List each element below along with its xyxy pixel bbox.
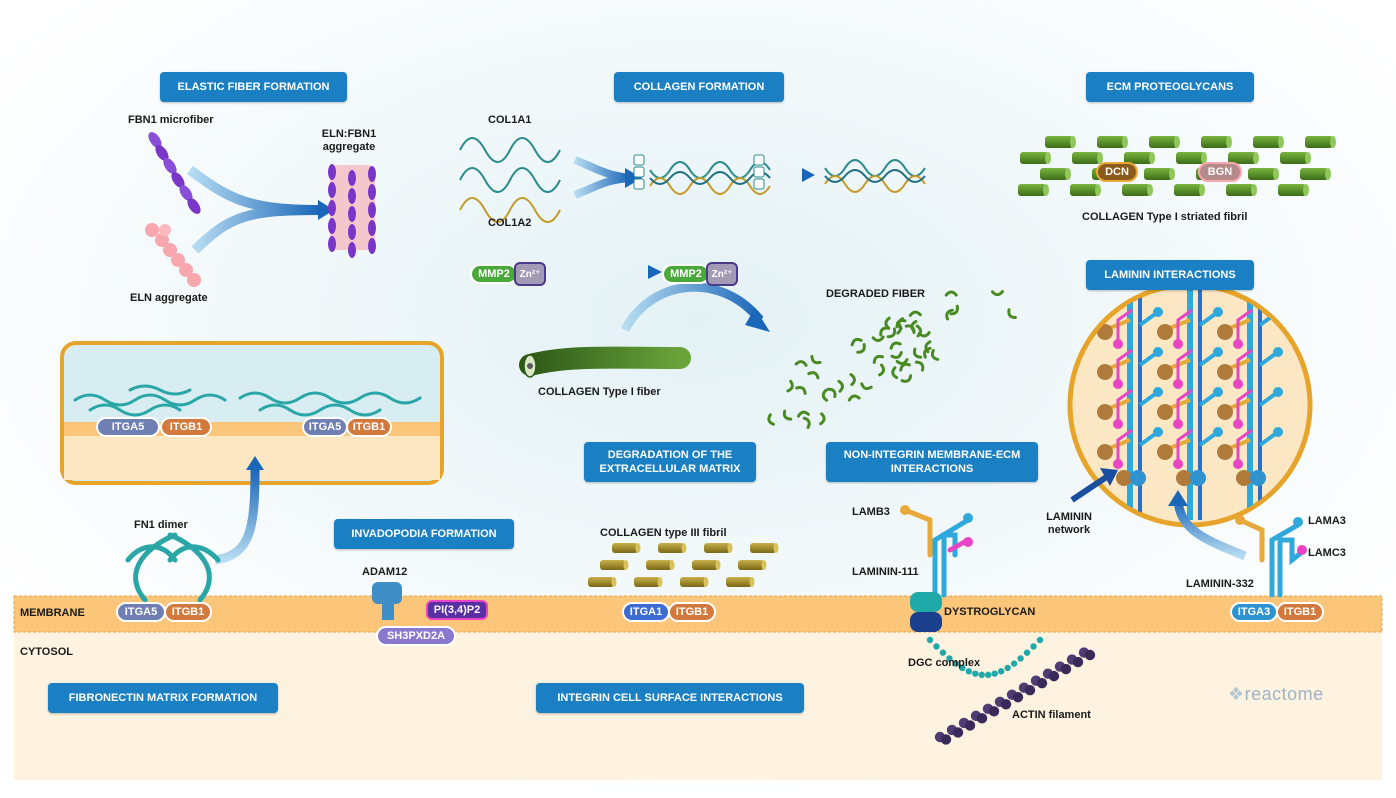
itga5-inset-left: ITGA5 bbox=[302, 417, 348, 437]
adam12-label: ADAM12 bbox=[362, 566, 408, 578]
eln-aggregate-label: ELN aggregate bbox=[130, 292, 208, 304]
adam12-protein bbox=[372, 582, 402, 620]
fn1-dimer-label: FN1 dimer bbox=[134, 519, 188, 531]
itgb1-collagen-iii: ITGB1 bbox=[668, 602, 716, 622]
laminin-332-label: LAMININ-332 bbox=[1186, 578, 1254, 590]
col1a1-chains bbox=[459, 137, 561, 223]
col1a2-label: COL1A2 bbox=[488, 217, 532, 229]
lamc3-label: LAMC3 bbox=[1308, 547, 1346, 559]
elastic-fiber-formation-button[interactable]: ELASTIC FIBER FORMATION bbox=[160, 72, 347, 102]
dcn-proteoglycan: DCN bbox=[1096, 162, 1138, 182]
collagen-helix bbox=[824, 159, 926, 193]
invadopodia-formation-button[interactable]: INVADOPODIA FORMATION bbox=[334, 519, 514, 549]
laminin-network-zoom bbox=[1067, 282, 1313, 528]
collagen-striated-label: COLLAGEN Type I striated fibril bbox=[1082, 211, 1248, 223]
collagen-type-i-fiber bbox=[519, 346, 691, 378]
itga5-membrane: ITGA5 bbox=[116, 602, 166, 622]
collagen-formation-button[interactable]: COLLAGEN FORMATION bbox=[614, 72, 784, 102]
dystroglycan-complex bbox=[910, 592, 942, 632]
fbn1-microfiber bbox=[148, 132, 201, 214]
fibronectin-matrix-button[interactable]: FIBRONECTIN MATRIX FORMATION bbox=[48, 683, 278, 713]
itgb1-laminin: ITGB1 bbox=[1276, 602, 1324, 622]
reactome-logo-text: reactome bbox=[1244, 684, 1324, 704]
ecm-proteoglycans-button[interactable]: ECM PROTEOGLYCANS bbox=[1086, 72, 1254, 102]
dgc-chain bbox=[926, 636, 1044, 679]
lama3-label: LAMA3 bbox=[1308, 515, 1346, 527]
collagen-iii-label: COLLAGEN type III fibril bbox=[600, 527, 727, 539]
laminin-332 bbox=[1237, 517, 1305, 598]
collagen-fiber-label: COLLAGEN Type I fiber bbox=[538, 386, 661, 398]
degraded-fiber-fragments bbox=[767, 290, 1017, 429]
mmp2-active-protein: MMP2 bbox=[662, 264, 710, 284]
lamb3-label: LAMB3 bbox=[852, 506, 890, 518]
dystroglycan-label: DYSTROGLYCAN bbox=[944, 606, 1036, 618]
fn1-dimer bbox=[125, 532, 221, 603]
itga5-inset-right: ITGA5 bbox=[96, 417, 160, 437]
laminin-network-label: LAMININ network bbox=[1046, 511, 1092, 536]
itgb1-membrane: ITGB1 bbox=[164, 602, 212, 622]
membrane-label: MEMBRANE bbox=[20, 607, 85, 619]
degraded-fiber-label: DEGRADED FIBER bbox=[826, 288, 926, 300]
laminin-111-label: LAMININ-111 bbox=[852, 566, 919, 578]
itgb1-inset-left: ITGB1 bbox=[160, 417, 212, 437]
actin-filament bbox=[934, 647, 1096, 745]
actin-filament-label: ACTIN filament bbox=[1012, 709, 1091, 721]
reactome-logo: ❖reactome bbox=[1228, 684, 1324, 705]
eln-fbn1-label: ELN:FBN1 aggregate bbox=[321, 128, 377, 153]
eln-fbn1-aggregate bbox=[328, 164, 376, 258]
cytosol-label: CYTOSOL bbox=[20, 646, 73, 658]
dgc-complex-label: DGC complex bbox=[908, 657, 981, 669]
col1a1-label: COL1A1 bbox=[488, 114, 532, 126]
procollagen-triple-helix bbox=[649, 161, 771, 195]
sh3pxd2a-protein: SH3PXD2A bbox=[376, 626, 456, 646]
itga3-membrane: ITGA3 bbox=[1230, 602, 1278, 622]
degradation-ecm-button[interactable]: DEGRADATION OF THE EXTRACELLULAR MATRIX bbox=[584, 442, 756, 482]
bgn-proteoglycan: BGN bbox=[1198, 162, 1242, 182]
collagen-iii-fibril bbox=[588, 543, 779, 587]
laminin-interactions-button[interactable]: LAMININ INTERACTIONS bbox=[1086, 260, 1254, 290]
itga1-membrane: ITGA1 bbox=[622, 602, 670, 622]
itgb1-inset-right: ITGB1 bbox=[346, 417, 392, 437]
zinc-ion-active: Zn²⁺ bbox=[706, 262, 738, 286]
non-integrin-interactions-button[interactable]: NON-INTEGRIN MEMBRANE-ECM INTERACTIONS bbox=[826, 442, 1038, 482]
pi34p2-lipid: PI(3,4)P2 bbox=[426, 600, 488, 620]
integrin-cell-surface-button[interactable]: INTEGRIN CELL SURFACE INTERACTIONS bbox=[536, 683, 804, 713]
fbn1-microfiber-label: FBN1 microfiber bbox=[128, 114, 214, 126]
zinc-ion: Zn²⁺ bbox=[514, 262, 546, 286]
eln-aggregate bbox=[145, 223, 201, 287]
mmp2-protein: MMP2 bbox=[470, 264, 518, 284]
reactome-logo-icon: ❖ bbox=[1228, 684, 1245, 704]
